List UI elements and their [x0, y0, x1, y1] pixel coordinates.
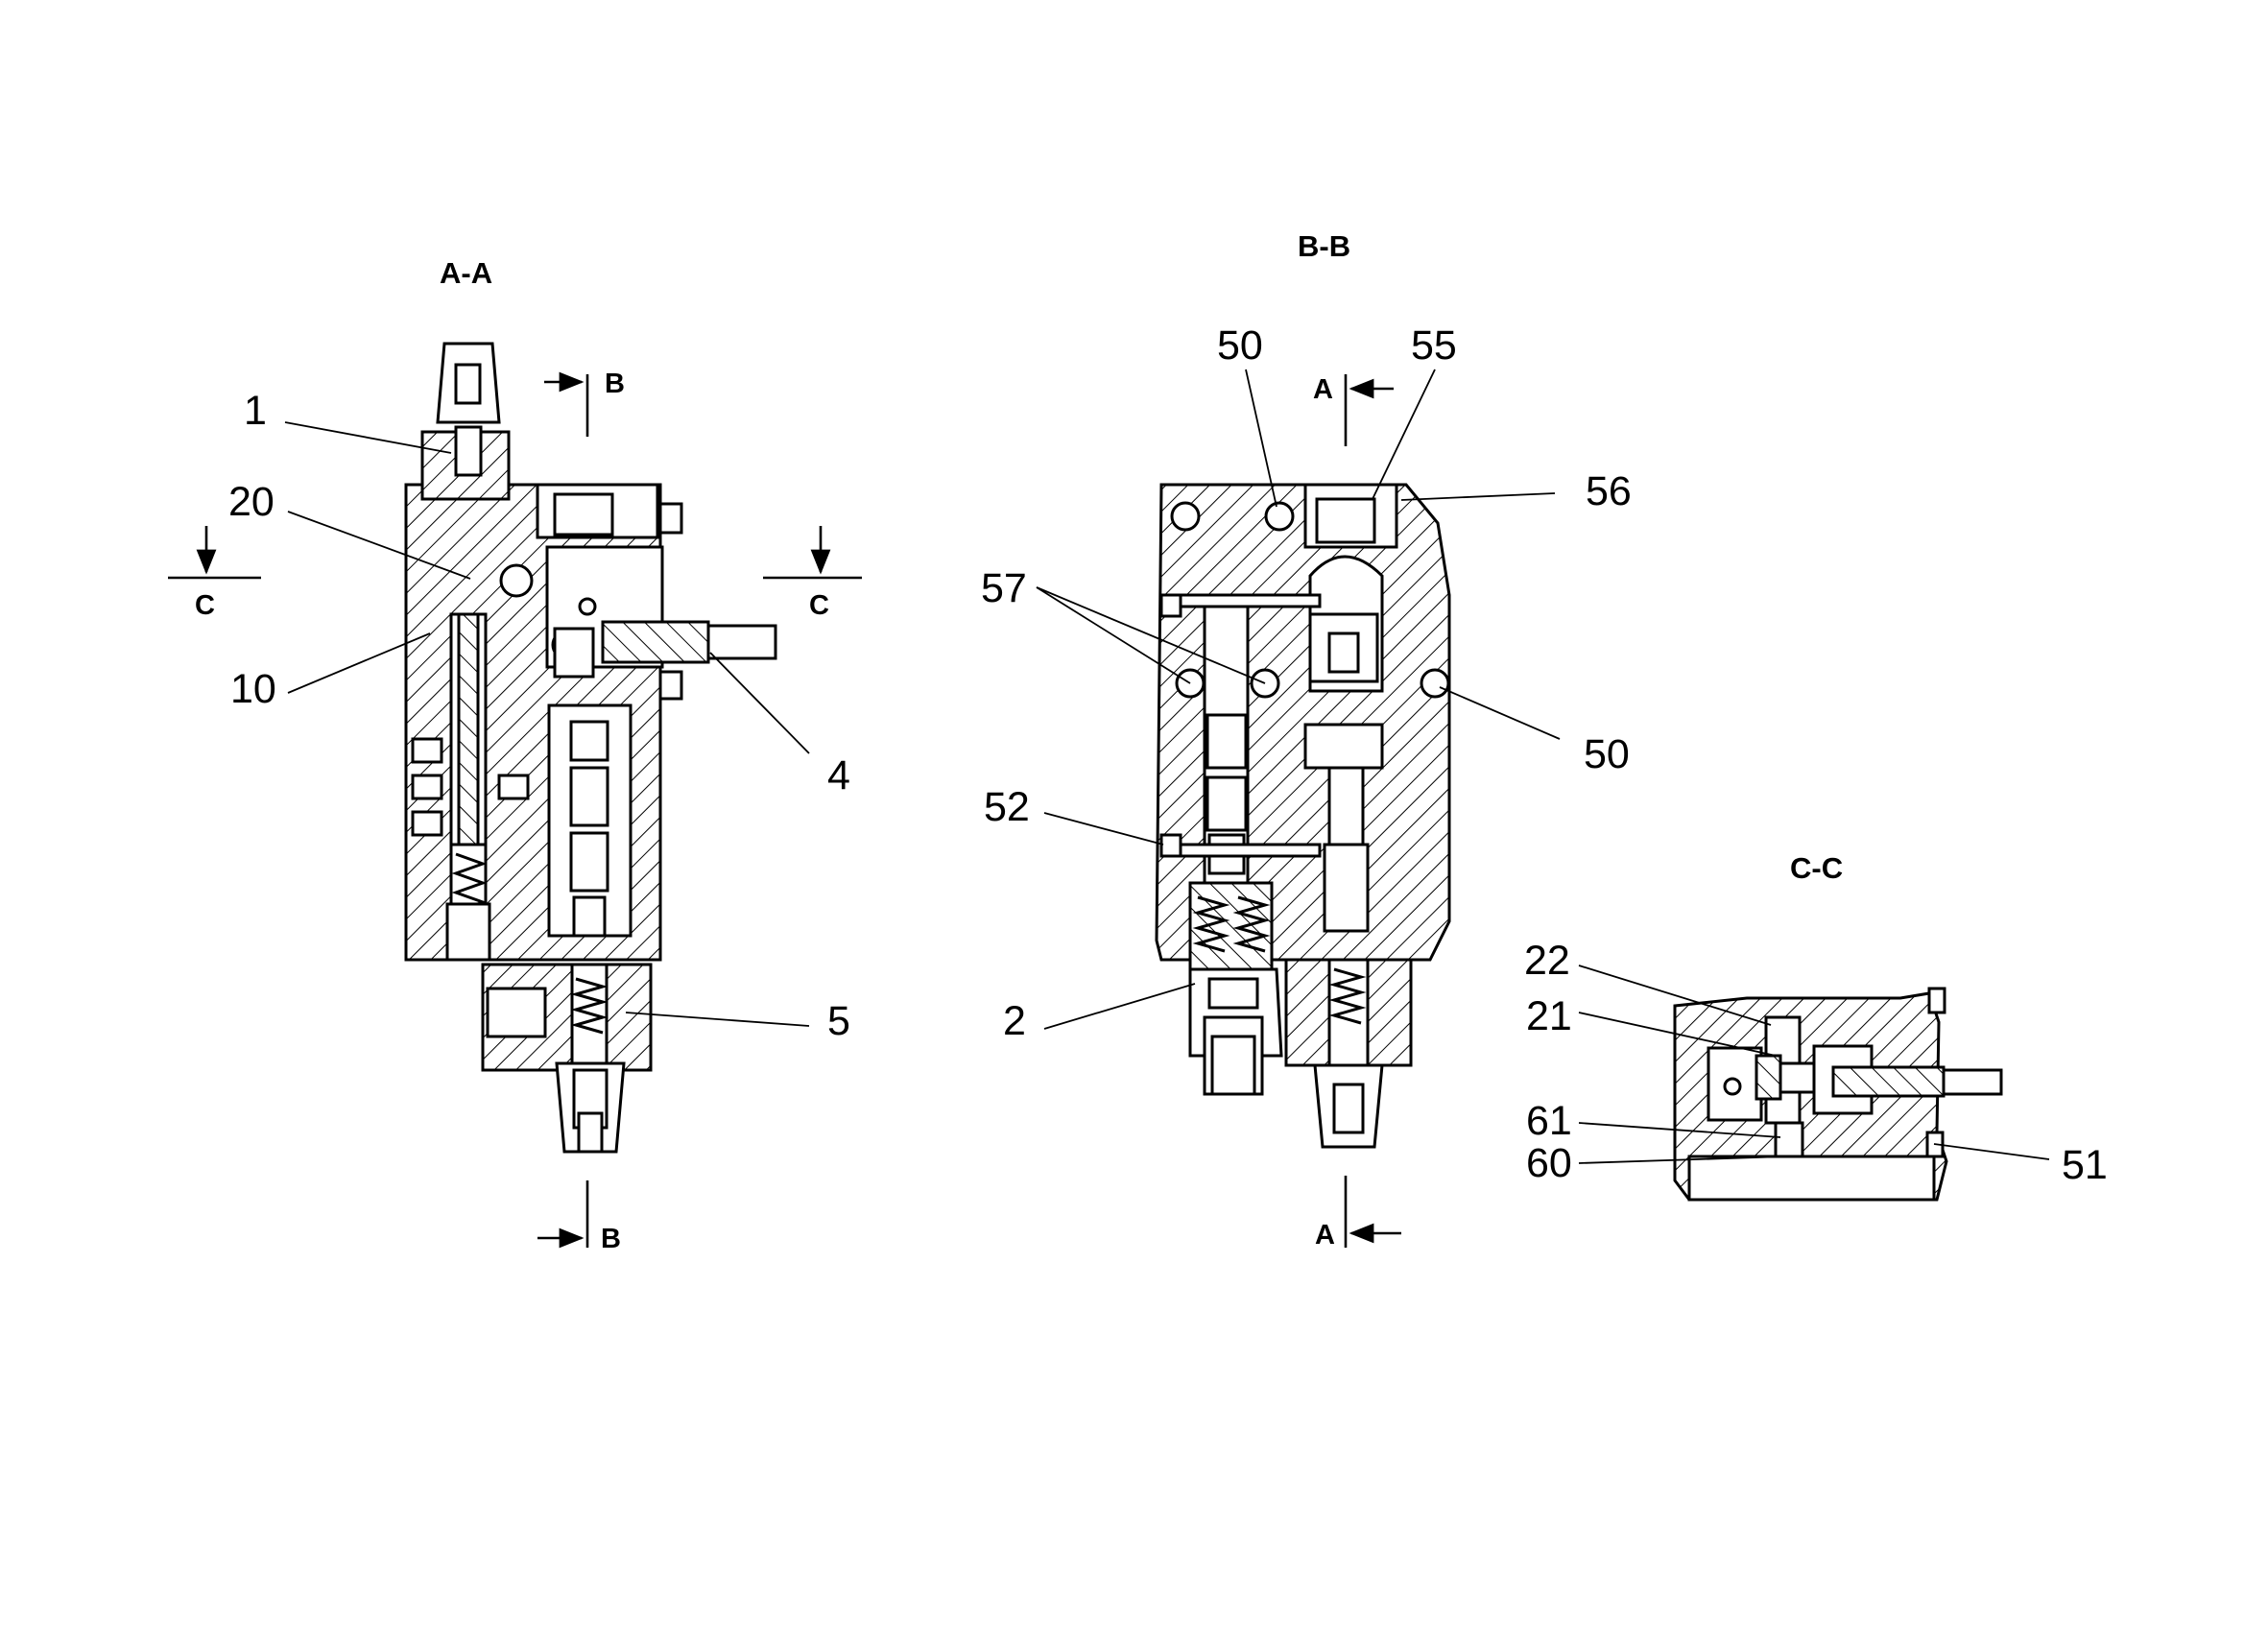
callout-cc-21: 21 [1526, 993, 1777, 1057]
callout-aa-5: 5 [625, 998, 850, 1044]
callout-cc-51: 51 [1933, 1142, 2108, 1188]
callout-cc-22-number: 22 [1524, 938, 1570, 984]
callout-cc-21-number: 21 [1526, 993, 1572, 1039]
section-c-left-label: C [195, 590, 215, 621]
callout-aa-1: 1 [244, 388, 452, 454]
callout-aa-20-number: 20 [228, 479, 275, 525]
view-bb-title: B-B [1298, 229, 1350, 263]
callout-bb-56: 56 [1400, 468, 1632, 514]
view-bb: B-B [981, 229, 1632, 1251]
section-a-top: A [1313, 374, 1394, 446]
callout-aa-10-number: 10 [230, 666, 276, 712]
callout-aa-20: 20 [228, 479, 471, 580]
callout-bb-50-top-number: 50 [1217, 322, 1263, 369]
callout-bb-57: 57 [981, 565, 1266, 684]
view-aa-body [404, 342, 777, 1154]
callout-aa-1-number: 1 [244, 388, 267, 434]
callout-bb-56-number: 56 [1586, 468, 1632, 514]
callout-cc-61-number: 61 [1526, 1098, 1572, 1144]
callout-cc-51-number: 51 [2062, 1142, 2108, 1188]
view-cc-title: C-C [1790, 851, 1843, 885]
callout-aa-10: 10 [230, 632, 431, 712]
callout-aa-4: 4 [709, 652, 850, 798]
callout-bb-50-top: 50 [1217, 322, 1277, 508]
callout-bb-55-number: 55 [1411, 322, 1457, 369]
callout-cc-22: 22 [1524, 938, 1772, 1026]
view-cc: C-C 22 21 61 [1524, 851, 2108, 1202]
section-a-bottom-label: A [1315, 1220, 1335, 1251]
section-b-top-label: B [605, 369, 625, 399]
section-a-top-label: A [1313, 374, 1333, 405]
section-a-bottom: A [1315, 1176, 1401, 1251]
callout-bb-50-right: 50 [1439, 686, 1630, 777]
section-c-left: C [168, 526, 261, 621]
section-c-right-label: C [809, 590, 829, 621]
callout-bb-55: 55 [1372, 322, 1457, 500]
callout-bb-2: 2 [1003, 983, 1196, 1044]
callout-aa-4-number: 4 [827, 752, 850, 798]
callout-aa-5-number: 5 [827, 998, 850, 1044]
view-cc-body [1673, 987, 2003, 1202]
callout-bb-50-right-number: 50 [1584, 731, 1630, 777]
view-aa: A-A [168, 256, 862, 1254]
section-c-right: C [763, 526, 862, 621]
view-bb-body [1155, 483, 1451, 1149]
callout-bb-57-number: 57 [981, 565, 1027, 611]
callout-cc-61: 61 [1526, 1098, 1781, 1144]
section-b-bottom: B [537, 1180, 621, 1254]
view-aa-title: A-A [440, 256, 492, 290]
section-b-bottom-label: B [601, 1224, 621, 1254]
callout-cc-60-number: 60 [1526, 1140, 1572, 1186]
callout-bb-52-number: 52 [984, 784, 1030, 830]
callout-cc-60: 60 [1526, 1140, 1786, 1186]
section-b-top: B [544, 369, 625, 437]
callout-bb-2-number: 2 [1003, 998, 1026, 1044]
callout-bb-52: 52 [984, 784, 1164, 846]
